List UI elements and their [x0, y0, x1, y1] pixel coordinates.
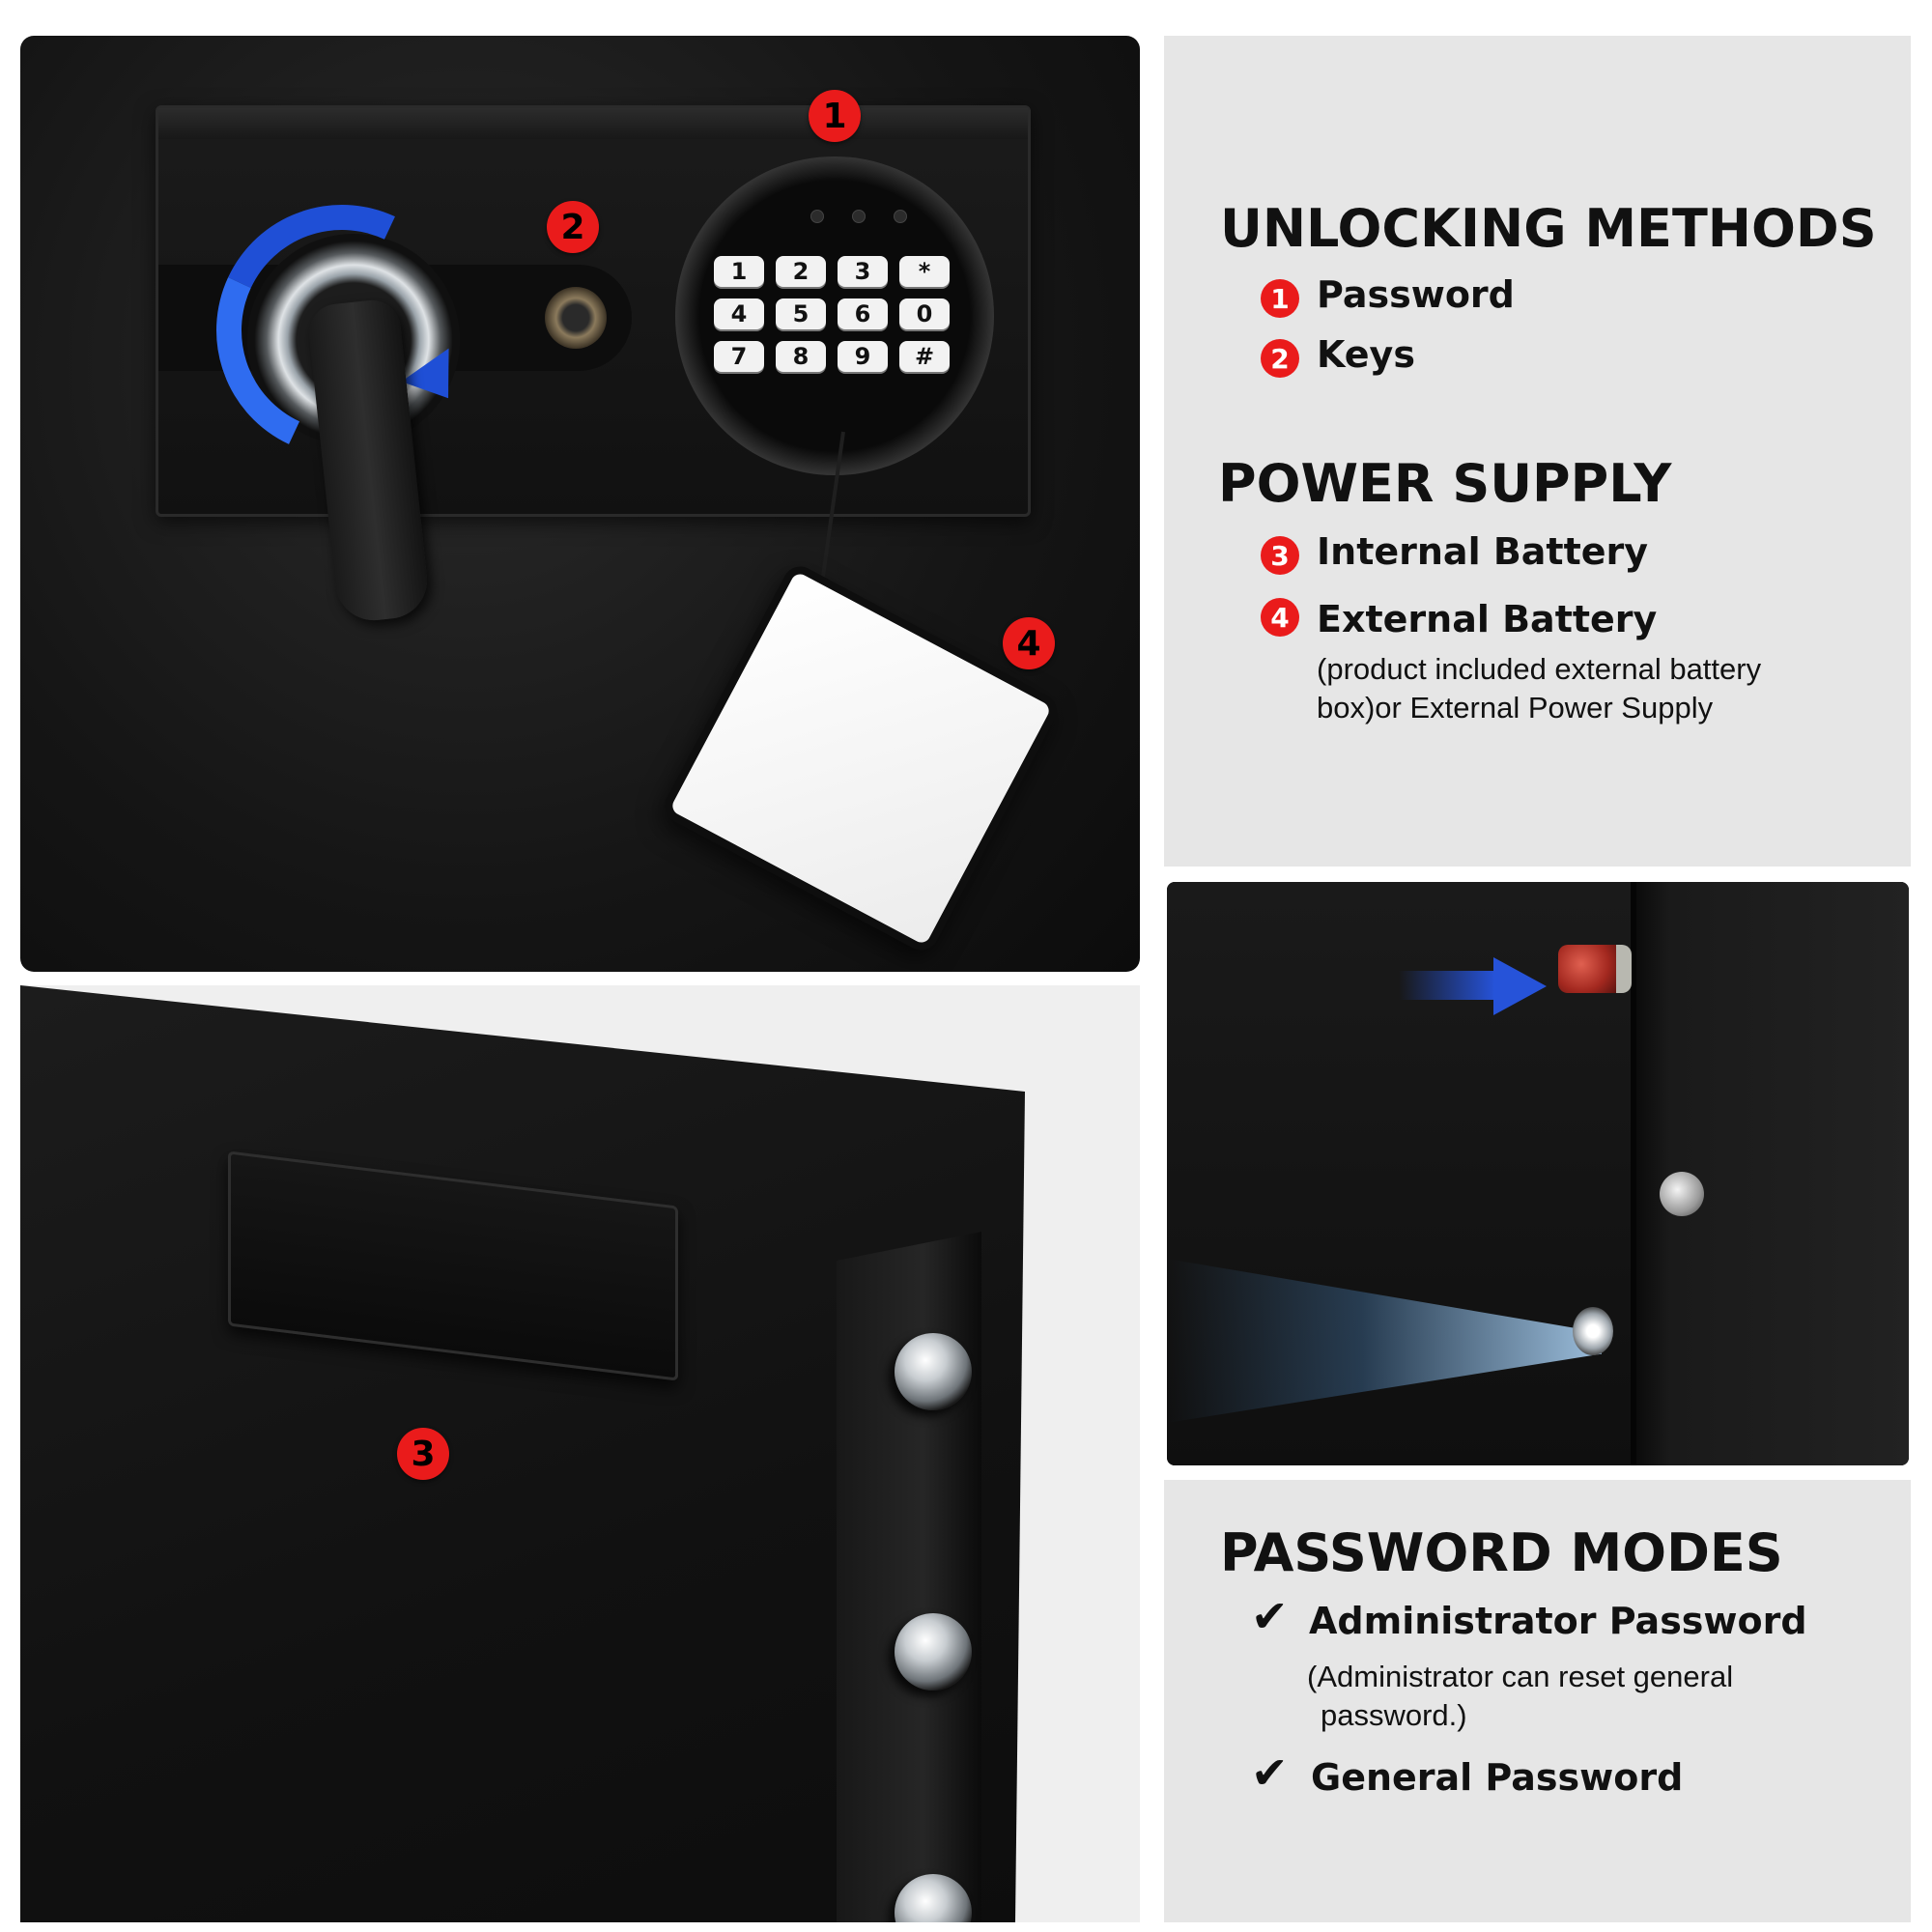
plate-lip [158, 108, 1028, 139]
check-icon: ✔ [1251, 1590, 1289, 1642]
unlocking-item-password: Password [1317, 273, 1515, 316]
mode-item-administrator: Administrator Password [1309, 1600, 1807, 1642]
power-item-internal-battery: Internal Battery [1317, 530, 1649, 573]
keypad-key: * [899, 256, 950, 287]
badge-3: 3 [397, 1428, 449, 1480]
keypad-key: 9 [838, 341, 888, 372]
led-indicator [894, 210, 907, 223]
badge-2: 2 [547, 201, 599, 253]
features-text-panel: UNLOCKING METHODS 1 Password 2 Keys POWE… [1164, 36, 1911, 867]
external-battery-note-line2: box)or External Power Supply [1317, 691, 1714, 724]
interior-light-photo [1167, 882, 1909, 1465]
interior-light-icon [1573, 1307, 1613, 1355]
keypad-key: 5 [776, 298, 826, 329]
administrator-note-line2: password.) [1321, 1698, 1467, 1732]
keypad-key: 2 [776, 256, 826, 287]
external-battery-note-line1: (product included external battery [1317, 652, 1762, 686]
administrator-note-line1: (Administrator can reset general [1307, 1660, 1734, 1693]
pointer-arrow-icon [1493, 957, 1547, 1015]
pointer-arrow-shaft [1399, 971, 1495, 1000]
keypad-grid: 1 2 3 * 4 5 6 0 7 8 9 # [714, 256, 955, 372]
led-indicator [852, 210, 866, 223]
keyhole-icon [545, 287, 607, 349]
power-item-external-battery: External Battery [1317, 598, 1658, 640]
keypad-key: 4 [714, 298, 764, 329]
external-battery-box [659, 560, 1063, 956]
keypad-key: 8 [776, 341, 826, 372]
screw-icon [1660, 1172, 1704, 1216]
unlocking-item-keys: Keys [1317, 333, 1415, 376]
power-supply-title: POWER SUPPLY [1218, 453, 1672, 514]
bullet-1: 1 [1261, 279, 1299, 318]
door-switch-button [1558, 945, 1632, 993]
check-icon: ✔ [1251, 1747, 1289, 1799]
password-modes-panel: PASSWORD MODES ✔ Administrator Password … [1164, 1480, 1911, 1922]
keypad-key: 0 [899, 298, 950, 329]
keypad-key: 3 [838, 256, 888, 287]
lock-panel-plate: 1 2 3 * 4 5 6 0 7 8 9 # [156, 105, 1031, 625]
unlocking-methods-title: UNLOCKING METHODS [1220, 198, 1877, 259]
locking-bolt [895, 1333, 972, 1410]
battery-compartment-photo: 3 [20, 985, 1140, 1922]
keypad-key: 7 [714, 341, 764, 372]
keypad-key: 1 [714, 256, 764, 287]
bullet-3: 3 [1261, 536, 1299, 575]
keypad-key: 6 [838, 298, 888, 329]
badge-1: 1 [809, 90, 861, 142]
keypad: 1 2 3 * 4 5 6 0 7 8 9 # [675, 156, 994, 475]
bullet-2: 2 [1261, 339, 1299, 378]
bullet-4: 4 [1261, 598, 1299, 637]
badge-4: 4 [1003, 617, 1055, 669]
keypad-leds [810, 210, 907, 223]
safe-door-edge [837, 1232, 981, 1922]
lock-front-photo: 1 2 3 * 4 5 6 0 7 8 9 # 1 2 4 [20, 36, 1140, 972]
password-modes-title: PASSWORD MODES [1220, 1522, 1783, 1583]
locking-bolt [895, 1613, 972, 1690]
led-indicator [810, 210, 824, 223]
mode-item-general: General Password [1311, 1756, 1684, 1799]
keypad-key: # [899, 341, 950, 372]
